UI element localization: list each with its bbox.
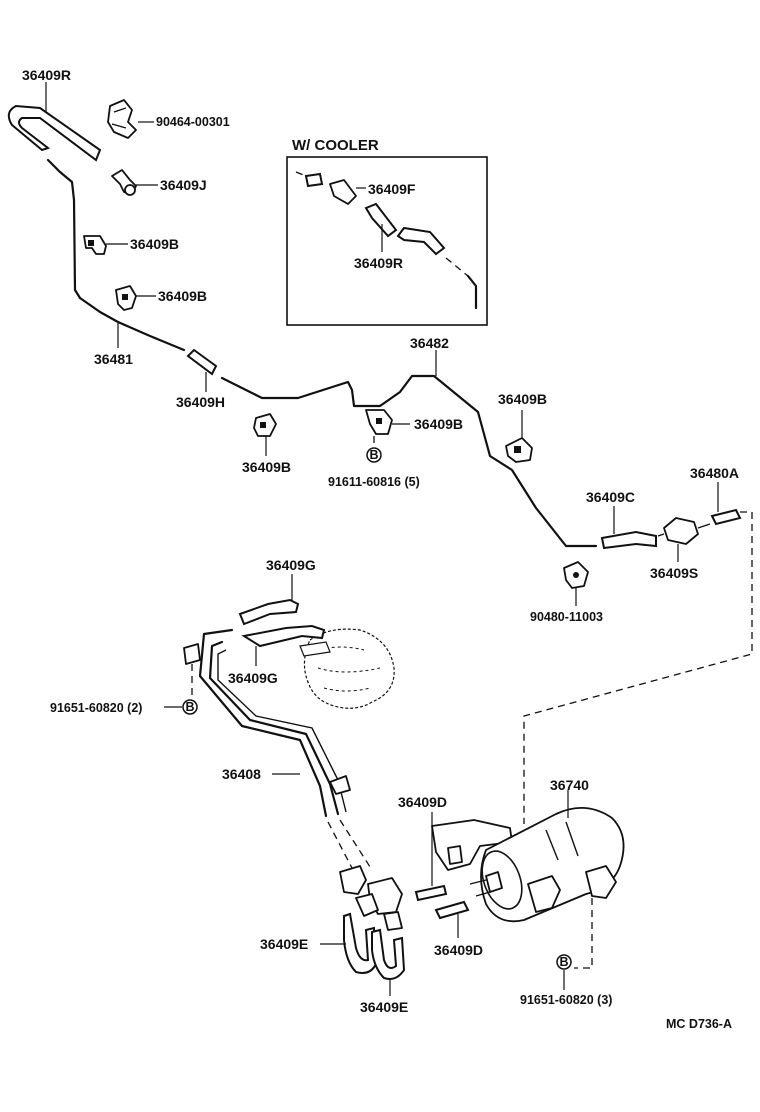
- screw-36409j: [111, 169, 137, 196]
- pipe-36408: [183, 628, 351, 818]
- clamp-36409b-1: [83, 235, 107, 255]
- label-36480a: 36480A: [690, 465, 739, 481]
- dashed-connector: [327, 819, 373, 871]
- clamp-36409b-3: [253, 413, 277, 437]
- bolt-symbol-icon: B: [556, 954, 572, 970]
- vsv-assembly: [339, 865, 403, 931]
- label-36409d-2: 36409D: [434, 942, 483, 958]
- inset-title: W/ COOLER: [292, 137, 379, 154]
- inset-with-cooler: W/ COOLER: [286, 137, 488, 326]
- pipe-36482: [220, 374, 598, 548]
- hose-36409d-1: [414, 884, 448, 902]
- hose-36409e-2: [371, 928, 406, 980]
- label-36408: 36408: [222, 766, 261, 782]
- clamp-36409b-2: [115, 285, 137, 311]
- label-91611-60816: 91611-60816 (5): [328, 475, 420, 489]
- hose-36409e-1: [343, 912, 378, 974]
- label-36409h: 36409H: [176, 394, 225, 410]
- bolt-symbol-icon: B: [182, 699, 198, 715]
- label-90480-11003: 90480-11003: [530, 610, 603, 624]
- dashed-connector: [574, 898, 593, 969]
- label-36482: 36482: [410, 335, 449, 351]
- label-36409b-1: 36409B: [130, 236, 179, 252]
- hose-36409d-2: [434, 900, 470, 920]
- label-36409s: 36409S: [650, 565, 698, 581]
- hose-36409g-2: [241, 624, 326, 648]
- label-90464-00301: 90464-00301: [156, 115, 230, 129]
- label-36409j: 36409J: [160, 177, 207, 193]
- engine-component: [299, 628, 395, 709]
- label-36409g-1: 36409G: [266, 557, 316, 573]
- label-91651-60820-2: 91651-60820 (2): [50, 701, 142, 715]
- label-36409b-4: 36409B: [414, 416, 463, 432]
- label-36409f: 36409F: [368, 181, 416, 197]
- svg-text:B: B: [369, 448, 378, 462]
- label-36481: 36481: [94, 351, 133, 367]
- label-36409r-inset: 36409R: [354, 255, 403, 271]
- clamp-36409b-5: [505, 437, 533, 463]
- label-36409g-2: 36409G: [228, 670, 278, 686]
- label-36409e-1: 36409E: [260, 936, 308, 952]
- label-36740: 36740: [550, 777, 589, 793]
- svg-text:B: B: [185, 700, 194, 714]
- label-36409e-2: 36409E: [360, 999, 408, 1015]
- dashed-connector: [523, 511, 753, 824]
- reference-code: MC D736-A: [666, 1017, 732, 1031]
- clamp-36409b-4: [365, 409, 393, 435]
- hose-36409r: [7, 104, 102, 300]
- label-91651-60820-3: 91651-60820 (3): [520, 993, 612, 1007]
- label-36409b-5: 36409B: [498, 391, 547, 407]
- svg-text:B: B: [559, 955, 568, 969]
- grommet-90480-11003: [563, 561, 589, 589]
- canister-36740: [431, 807, 625, 923]
- label-36409b-3: 36409B: [242, 459, 291, 475]
- hose-36409h: [186, 348, 218, 376]
- label-36409b-2: 36409B: [158, 288, 207, 304]
- label-36409d-1: 36409D: [398, 794, 447, 810]
- valve-36409s: [657, 517, 711, 545]
- bolt-symbol-icon: B: [366, 447, 382, 463]
- clip-90464-00301: [107, 99, 137, 139]
- hose-36409g-1: [238, 598, 300, 626]
- label-36409r-top: 36409R: [22, 67, 71, 83]
- hose-36409c: [600, 530, 657, 550]
- label-36409c: 36409C: [586, 489, 635, 505]
- hose-36480a: [710, 508, 742, 526]
